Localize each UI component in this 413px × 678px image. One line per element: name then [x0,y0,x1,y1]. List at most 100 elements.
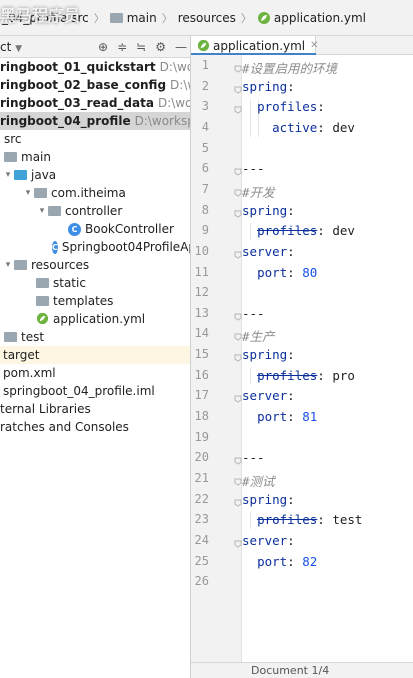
tree-item-package[interactable]: ▾com.itheima [0,184,191,202]
code-line[interactable]: profiles: pro [257,367,355,383]
breadcrumb-main[interactable]: main 〉 [109,10,178,26]
tree-item-main[interactable]: main [0,148,191,166]
code-line[interactable]: server: [242,243,295,259]
code-line[interactable]: port: 80 [257,264,318,280]
code-line[interactable]: #测试 [242,474,275,489]
line-number: 21 [194,471,209,485]
tree-item-scratches[interactable]: ratches and Consoles [0,420,129,434]
line-number: 8 [201,202,209,217]
chevron-down-icon[interactable]: ▾ [39,206,45,216]
tree-item-test[interactable]: test [0,328,191,346]
folder-icon [4,332,17,342]
code-line[interactable]: profiles: [257,99,325,115]
tree-item-pom[interactable]: pom.xml [3,366,56,380]
package-icon [34,188,47,198]
code-line[interactable]: port: 81 [257,409,318,425]
code-line[interactable]: --- [242,161,265,177]
code-line[interactable]: server: [242,388,295,404]
line-number: 10 [194,243,209,258]
fold-marker-icon[interactable] [234,310,242,321]
tree-item-src[interactable]: src [4,132,22,146]
line-number: 25 [194,553,209,568]
spring-leaf-icon [197,39,210,53]
expand-all-icon[interactable]: ≑ [117,39,128,54]
breadcrumb-project[interactable]: _04_profile [2,11,67,25]
panel-divider[interactable] [190,36,191,678]
fold-marker-icon[interactable] [234,537,242,548]
chevron-down-icon[interactable]: ▾ [25,188,31,198]
indent-guide [250,99,251,137]
code-line[interactable]: #设置启用的环境 [242,61,338,76]
fold-marker-icon[interactable] [234,207,242,218]
code-line[interactable]: --- [242,305,265,321]
line-number: 18 [194,409,209,424]
close-icon[interactable]: ✕ [310,40,319,51]
code-line[interactable]: profiles: test [257,512,363,528]
code-line[interactable]: server: [242,532,295,548]
tree-item-static[interactable]: static [0,274,191,292]
locate-icon[interactable]: ⊕ [98,39,109,54]
code-editor[interactable]: #设置启用的环境 spring: profiles: active: dev ---… [242,55,413,662]
fold-marker-icon[interactable] [234,330,242,342]
tree-item-target[interactable]: target [0,346,191,364]
breadcrumb-main-label: main [126,10,157,25]
code-line[interactable]: active: dev [272,119,355,135]
code-line[interactable]: port: 82 [257,553,318,569]
breadcrumb-src[interactable]: src 〉 [71,10,110,26]
code-line[interactable]: #生产 [242,329,275,345]
indent-guide [250,512,251,529]
tree-item-resources[interactable]: ▾resources [0,256,191,274]
breadcrumb-resources[interactable]: resources 〉 [178,10,257,26]
chevron-down-icon[interactable]: ▾ [5,260,11,270]
tree-item-application-yml[interactable]: application.yml [0,310,191,328]
tree-item-java[interactable]: ▾java [0,166,191,184]
fold-marker-icon[interactable] [234,186,242,197]
project-panel-header: ct ▼ ⊕ ≑ ≒ ⚙ — [0,36,191,58]
fold-marker-icon[interactable] [234,83,242,94]
fold-marker-icon[interactable] [234,496,242,507]
tree-item-controller[interactable]: ▾controller [0,202,191,220]
chevron-down-icon[interactable]: ▾ [5,170,11,180]
fold-marker-icon[interactable] [234,454,242,465]
tree-item-templates[interactable]: templates [0,292,191,310]
fold-marker-icon[interactable] [234,351,242,362]
line-number: 24 [194,532,209,547]
fold-marker-icon[interactable] [234,475,242,486]
code-line[interactable]: profiles: dev [257,223,355,239]
folder-icon [36,278,49,288]
fold-marker-icon[interactable] [234,103,242,114]
document-indicator[interactable]: Document 1/4 [251,664,330,677]
line-number: 9 [201,223,209,238]
fold-marker-icon[interactable] [234,392,242,403]
code-line[interactable]: spring: [242,78,295,94]
fold-marker-icon[interactable] [234,248,242,259]
code-line[interactable]: spring: [242,491,295,507]
spring-leaf-icon [36,312,50,326]
gear-icon[interactable]: ⚙ [155,39,166,54]
project-panel-title[interactable]: ct ▼ [0,39,23,54]
breadcrumb-file-label: application.yml [273,10,366,25]
minimize-icon[interactable]: — [175,39,187,54]
code-line[interactable]: --- [242,450,265,466]
breadcrumb-src-label: src [71,10,89,25]
tab-application-yml[interactable]: application.yml ✕ [191,36,319,56]
fold-marker-icon[interactable] [234,62,242,73]
collapse-all-icon[interactable]: ≒ [136,39,147,54]
fold-marker-icon[interactable] [234,165,242,176]
code-line[interactable]: spring: [242,347,295,363]
code-line[interactable]: #开发 [242,184,275,200]
breadcrumb-file[interactable]: application.yml [257,11,366,25]
tree-item-iml[interactable]: springboot_04_profile.iml [3,384,155,398]
line-number: 11 [194,264,209,279]
chevron-right-icon: 〉 [93,11,105,25]
tree-item-external-libraries[interactable]: ternal Libraries [0,402,91,416]
code-line[interactable]: spring: [242,202,295,218]
